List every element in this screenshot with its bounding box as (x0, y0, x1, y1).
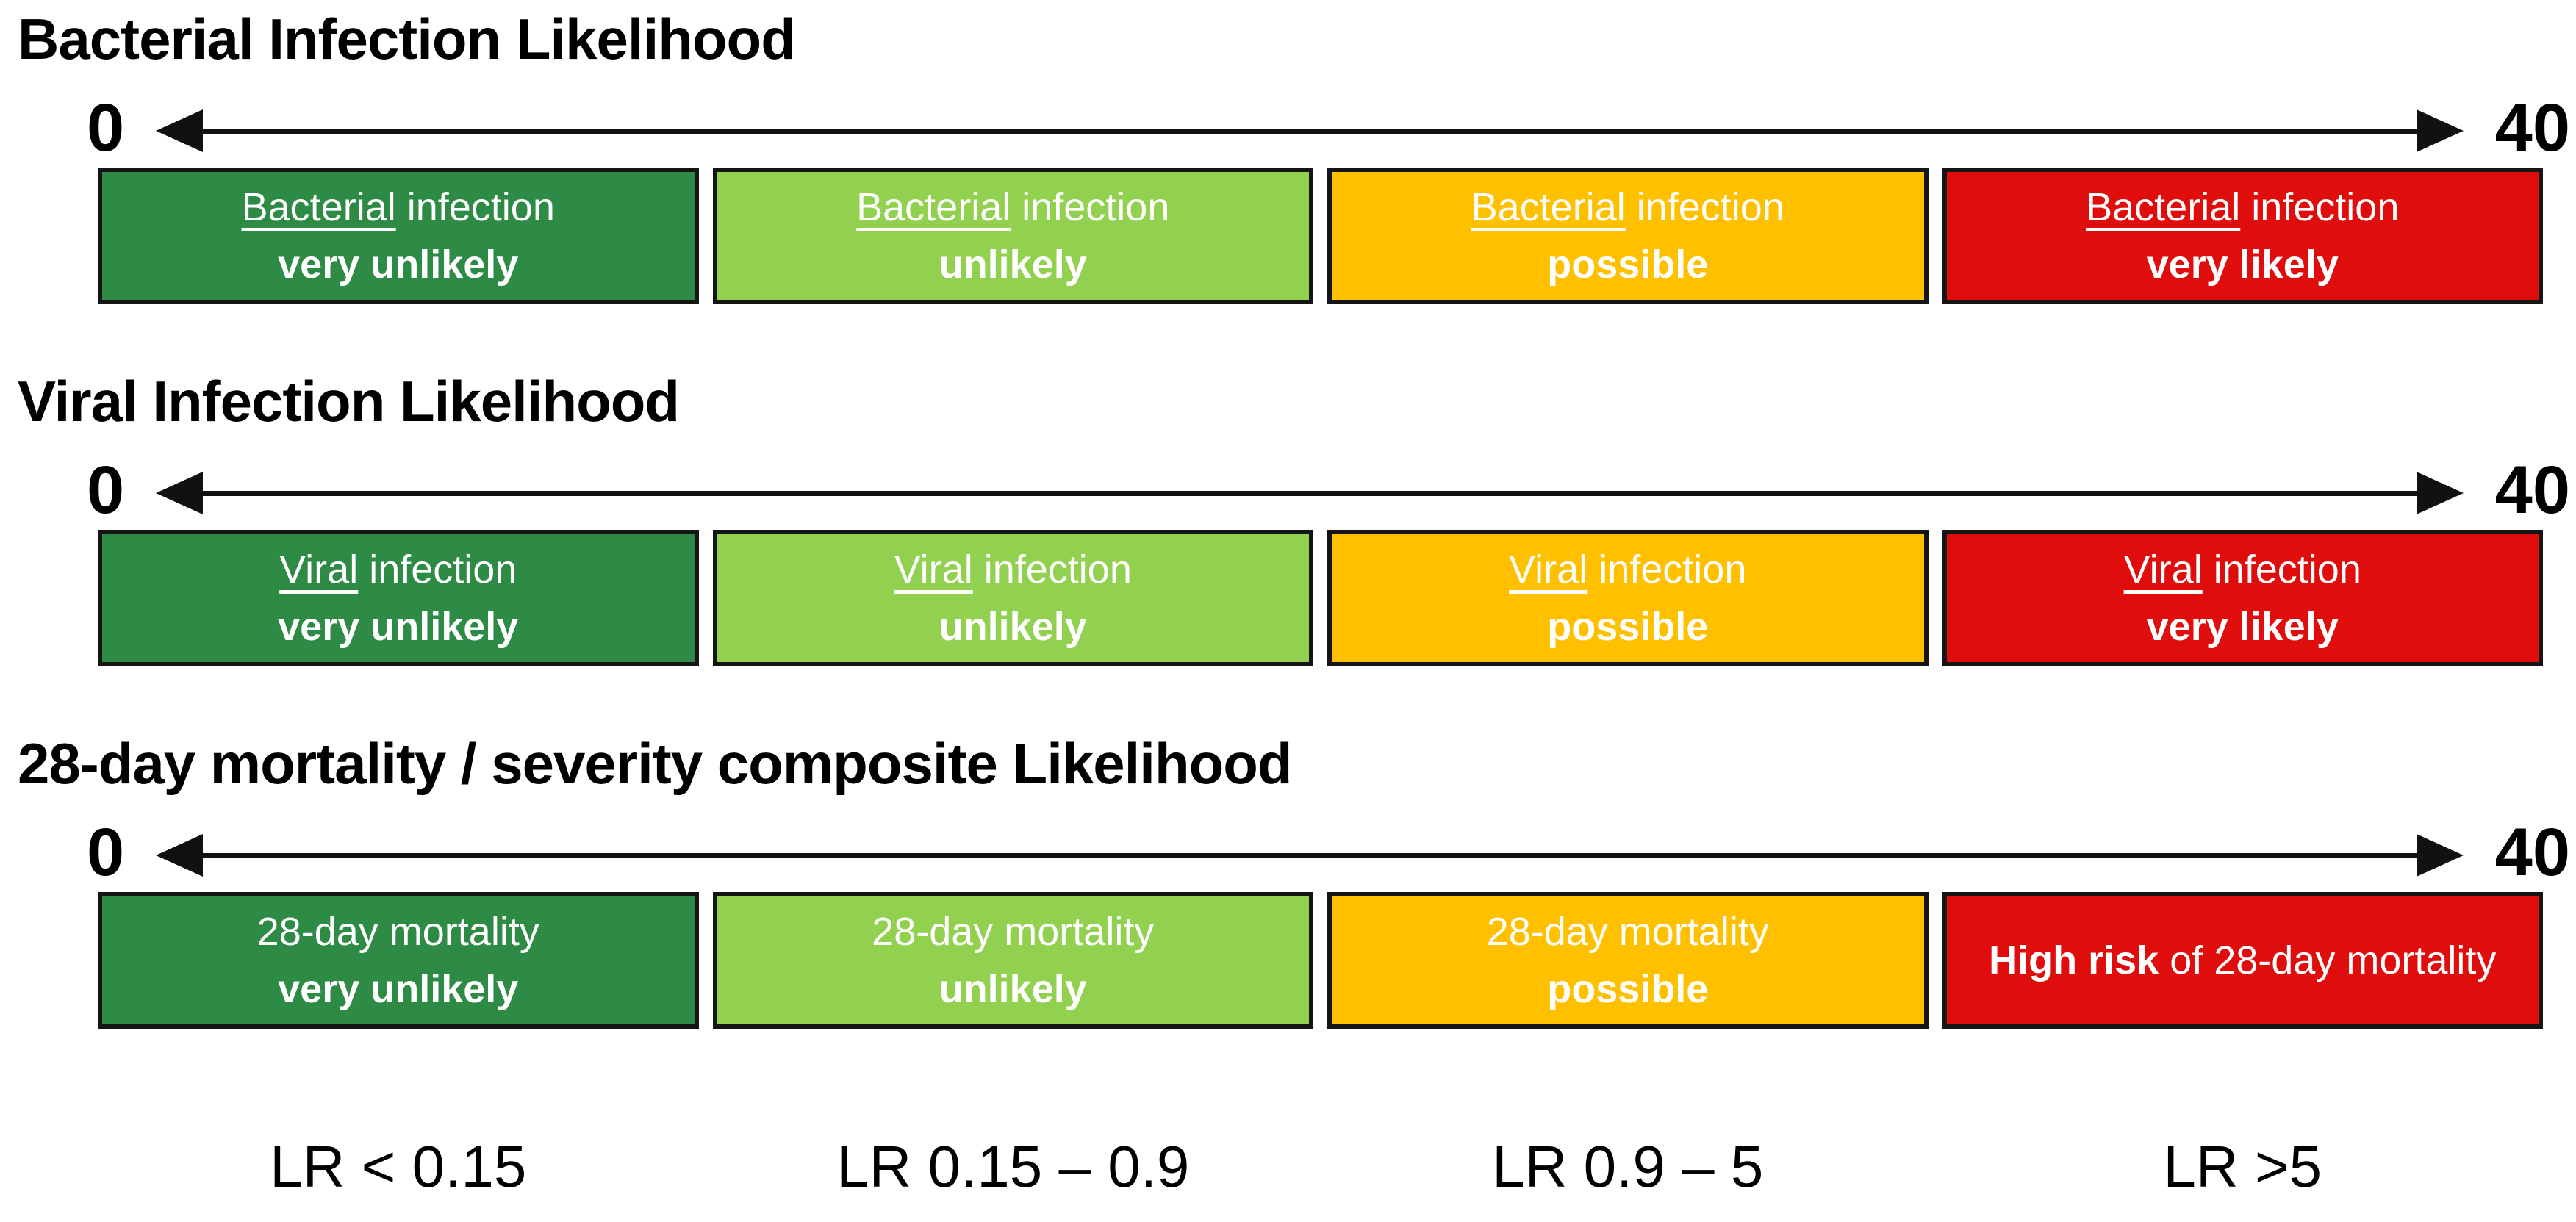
band-subject: Viral (894, 547, 973, 592)
band-qualifier: very unlikely (278, 605, 519, 649)
band-emphasis: High risk (1989, 938, 2159, 982)
band-qualifier: unlikely (939, 967, 1087, 1011)
section-bacterial: Bacterial Infection Likelihood 0 40 Bact… (0, 0, 2576, 362)
band-unlikely: 28-day mortality unlikely (712, 892, 1313, 1029)
band-line1-rest: infection (406, 184, 555, 229)
band-line1-rest: infection (1636, 184, 1784, 229)
band-line1-rest: infection (983, 547, 1132, 592)
band-subject: Bacterial (1471, 184, 1626, 229)
scale-arrow (156, 833, 2464, 877)
lr-range-row: LR < 0.15 LR 0.15 – 0.9 LR 0.9 – 5 LR >5 (98, 1137, 2543, 1196)
section-title: Viral Infection Likelihood (18, 369, 680, 434)
scale-min-label: 0 (87, 453, 125, 528)
band-line1-rest: infection (1022, 184, 1170, 229)
lr-range-label: LR 0.15 – 0.9 (836, 1134, 1190, 1199)
band-line1: Bacterial infection (2086, 179, 2399, 236)
band-line1: Bacterial infection (856, 179, 1169, 236)
band-line1-rest: of 28-day mortality (2170, 938, 2497, 982)
section-mortality: 28-day mortality / severity composite Li… (0, 725, 2576, 1087)
scale-min-label: 0 (87, 90, 125, 165)
lr-range-label: LR 0.9 – 5 (1492, 1134, 1764, 1199)
arrow-line (194, 129, 2425, 134)
scale-max-label: 40 (2494, 90, 2570, 165)
band-line1: Bacterial infection (1471, 179, 1784, 236)
band-very-unlikely: Bacterial infection very unlikely (98, 168, 699, 304)
band-qualifier: possible (1547, 242, 1709, 287)
band-line1: Viral infection (894, 541, 1132, 598)
arrow-right-head-icon (2417, 834, 2464, 877)
band-subject: Bacterial (856, 184, 1011, 229)
band-subject: Viral (1509, 547, 1588, 592)
band-unlikely: Viral infection unlikely (712, 530, 1313, 666)
band-possible: 28-day mortality possible (1327, 892, 1929, 1029)
band-very-unlikely: 28-day mortality very unlikely (98, 892, 699, 1029)
band-qualifier: very likely (2146, 242, 2339, 287)
likelihood-bands: Viral infection very unlikely Viral infe… (98, 530, 2543, 666)
band-line1-rest: infection (1599, 547, 1747, 592)
band-unlikely: Bacterial infection unlikely (712, 168, 1313, 304)
band-qualifier: possible (1547, 605, 1709, 649)
band-line1: 28-day mortality (1486, 909, 1769, 954)
scale-min-label: 0 (87, 815, 125, 890)
band-qualifier: very unlikely (278, 242, 519, 287)
band-line1-rest: infection (2251, 184, 2400, 229)
lr-range-label: LR < 0.15 (270, 1134, 527, 1199)
scale-arrow (156, 109, 2464, 153)
band-high-risk: High risk of 28-day mortality (1942, 892, 2543, 1029)
band-qualifier: possible (1547, 967, 1709, 1011)
band-subject: Bacterial (241, 184, 396, 229)
likelihood-bands: Bacterial infection very unlikely Bacter… (98, 168, 2543, 304)
arrow-line (194, 491, 2425, 496)
band-line1: Viral infection (279, 541, 517, 598)
band-very-unlikely: Viral infection very unlikely (98, 530, 699, 666)
band-subject: Bacterial (2086, 184, 2241, 229)
band-line1: Viral infection (2124, 541, 2361, 598)
band-qualifier: very likely (2146, 605, 2339, 649)
band-possible: Bacterial infection possible (1327, 168, 1929, 304)
arrow-right-head-icon (2417, 109, 2464, 152)
band-line1: 28-day mortality (256, 909, 539, 954)
likelihood-bands: 28-day mortality very unlikely 28-day mo… (98, 892, 2543, 1029)
band-qualifier: unlikely (939, 605, 1087, 649)
section-title: 28-day mortality / severity composite Li… (18, 731, 1293, 796)
band-subject: Viral (2123, 547, 2203, 592)
arrow-line (194, 853, 2425, 858)
section-viral: Viral Infection Likelihood 0 40 Viral in… (0, 362, 2576, 725)
band-line1-rest: infection (369, 547, 517, 592)
band-very-likely: Viral infection very likely (1942, 530, 2543, 666)
scale-arrow (156, 471, 2464, 515)
band-line1-rest: infection (2213, 547, 2361, 592)
lr-range-label: LR >5 (2163, 1134, 2322, 1199)
band-qualifier: unlikely (939, 242, 1087, 287)
section-title: Bacterial Infection Likelihood (18, 7, 796, 71)
band-qualifier: very unlikely (278, 967, 519, 1011)
scale-max-label: 40 (2494, 453, 2570, 528)
band-possible: Viral infection possible (1327, 530, 1929, 666)
band-very-likely: Bacterial infection very likely (1942, 168, 2543, 304)
arrow-right-head-icon (2417, 472, 2464, 514)
scale-max-label: 40 (2494, 815, 2570, 890)
band-line1: High risk of 28-day mortality (1989, 932, 2496, 989)
band-line1: Bacterial infection (242, 179, 555, 236)
band-line1: 28-day mortality (872, 909, 1155, 954)
band-subject: Viral (279, 547, 359, 592)
band-line1: Viral infection (1509, 541, 1746, 598)
